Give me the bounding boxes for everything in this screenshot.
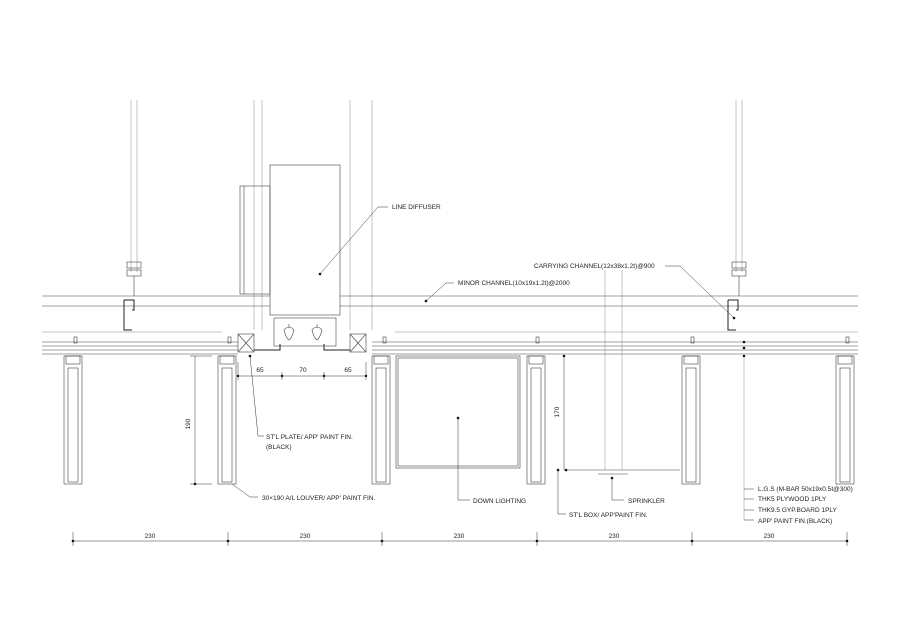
label-plywood: THK5 PLYWOOD 1PLY: [758, 496, 827, 503]
label-louver: 30×190 A/L LOUVER/ APP' PAINT FIN.: [262, 495, 375, 502]
dim-span-5-text: 230: [764, 533, 775, 540]
leader-lines: [231, 206, 754, 521]
dim-span-1-text: 230: [145, 533, 156, 540]
annotation-labels: LINE DIFFUSER CARRYING CHANNEL(12x38x1.2…: [262, 204, 853, 525]
louver-6: [835, 355, 855, 485]
hanger-clips: [73, 336, 850, 344]
dim-diffuser-gaps: 65 70 65: [236, 362, 368, 380]
dim-190-text: 190: [185, 418, 192, 429]
dim-65-right-text: 65: [344, 367, 352, 374]
label-stl-plate-2: (BLACK): [266, 444, 292, 451]
dim-box-height: 170: [554, 356, 565, 514]
anchor-dots: [556, 340, 746, 520]
ceiling-boards: [42, 331, 858, 355]
label-carrying-channel: CARRYING CHANNEL(12x38x1.2t)@900: [534, 263, 655, 270]
label-sprinkler: SPRINKLER: [628, 498, 665, 505]
dim-70-text: 70: [299, 367, 307, 374]
label-gyp-board: THK9.5 GYP.BOARD 1PLY: [758, 507, 838, 514]
line-diffuser: [239, 164, 341, 347]
louver-1: [63, 355, 83, 485]
dim-span-3-text: 230: [454, 533, 465, 540]
label-paint-fin: APP' PAINT FIN.(BLACK): [758, 518, 832, 525]
label-stl-plate-1: ST'L PLATE/ APP' PAINT FIN.: [266, 434, 353, 441]
louver-3: [371, 355, 391, 485]
label-line-diffuser: LINE DIFFUSER: [392, 204, 441, 211]
hanger-rod-right: [731, 100, 747, 296]
dim-louver-height: 190: [185, 355, 212, 486]
label-stl-box: ST'L BOX/ APP'PAINT FIN.: [569, 512, 648, 519]
dim-span-2-text: 230: [300, 533, 311, 540]
label-down-lighting: DOWN LIGHTING: [473, 498, 526, 505]
steel-plates: [237, 333, 367, 358]
hanger-rod-left: [126, 100, 142, 296]
label-lgs: L.G.S (M-BAR 50x19x0.5t@300): [758, 486, 853, 493]
sprinkler-pipe: [565, 270, 680, 480]
dim-bottom-spans: 230 230 230 230 230: [71, 532, 849, 546]
louver-4: [526, 355, 546, 485]
duct-lines: [253, 100, 373, 330]
carrying-channel: [42, 295, 858, 331]
dim-65-left-text: 65: [256, 367, 264, 374]
dim-170-text: 170: [554, 406, 561, 417]
louver-5: [681, 355, 701, 485]
label-minor-channel: MINOR CHANNEL(10x19x1.2t)@2000: [458, 280, 570, 287]
dim-span-4-text: 230: [609, 533, 620, 540]
louver-2: [217, 355, 237, 485]
